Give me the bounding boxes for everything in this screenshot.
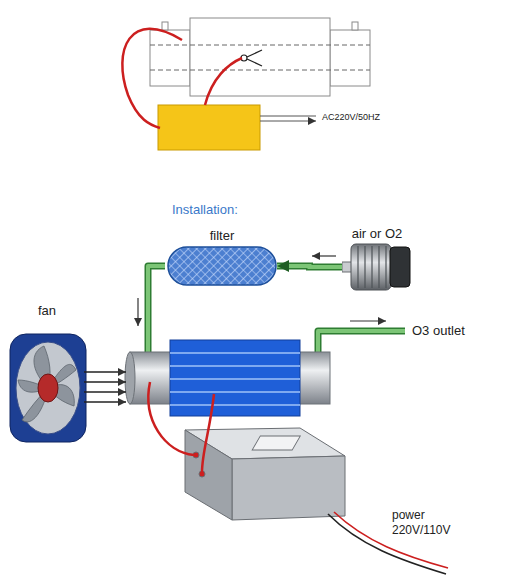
- voltage-label: AC220V/50HZ: [322, 112, 380, 123]
- part-label: O3 outlet: [412, 323, 465, 339]
- red-wire: [122, 29, 242, 128]
- plug-cap: [390, 247, 410, 287]
- red-wire: [122, 29, 182, 128]
- gas-tube: [277, 266, 342, 267]
- filter: filter: [165, 228, 279, 288]
- outlet-tube: [318, 331, 405, 352]
- flow-arrow: [350, 320, 386, 321]
- power-module: [158, 105, 260, 150]
- mains-line: [260, 116, 316, 117]
- fan: [18, 346, 76, 422]
- power-supply: [185, 428, 345, 520]
- inlet-tube: [148, 266, 165, 352]
- red-wire: [148, 382, 214, 472]
- part-label: air or O2: [340, 226, 414, 242]
- flow-arrow: [137, 298, 138, 326]
- plug-ridge: [385, 246, 386, 288]
- ozone-tube-outline: [330, 30, 370, 86]
- ozone-tube-outline: [150, 18, 370, 96]
- fan: [16, 342, 80, 434]
- mains-cable: [328, 512, 448, 574]
- fan: [10, 334, 86, 442]
- plug-body: [351, 244, 391, 290]
- part-label: filter: [165, 228, 279, 244]
- spark-symbol: [241, 50, 262, 66]
- electrode-dashed-line: [150, 45, 370, 46]
- plug-ridge: [357, 246, 358, 288]
- filter-body: [168, 247, 276, 285]
- air-flow-arrow: [84, 381, 126, 382]
- cooling-fins: [170, 404, 300, 406]
- plug-ridge: [371, 246, 372, 288]
- gas-source: air or O2: [340, 226, 414, 292]
- power-supply: [185, 430, 232, 520]
- cooling-fins: [170, 352, 300, 354]
- plug-ridge: [378, 246, 379, 288]
- ozone-tube-outline: [162, 22, 168, 30]
- cooling-fins: [170, 378, 300, 380]
- red-wire: [148, 382, 194, 455]
- cooling-fins: [170, 391, 300, 393]
- flow-arrow: [312, 255, 336, 256]
- electrode-dashed-line: [150, 45, 370, 70]
- ozone-tube: [125, 352, 135, 404]
- air-flow-arrow: [84, 391, 126, 392]
- tube-core: [277, 266, 342, 267]
- inlet-tube: [148, 266, 165, 352]
- air-flow-arrow: [84, 371, 126, 372]
- inlet-tube: [148, 266, 165, 352]
- power-label: power 220V/110V: [392, 508, 456, 538]
- outlet-tube: [318, 331, 405, 352]
- air-flow-arrow: [84, 401, 126, 402]
- filter-shape: [167, 244, 277, 288]
- power-supply: [232, 456, 345, 520]
- section-heading: Installation:: [172, 202, 238, 218]
- ozone-tube-outline: [352, 22, 358, 30]
- mains-line: [260, 121, 316, 122]
- ozone-tube-outline: [190, 18, 330, 96]
- mains-cable: [334, 512, 448, 568]
- ozone-tube-outline: [150, 30, 190, 86]
- spark-symbol: [247, 50, 262, 57]
- outlet-tube: [318, 331, 405, 352]
- red-wire: [202, 394, 214, 472]
- tube-outline: [277, 266, 342, 267]
- fan: [38, 374, 58, 402]
- spark-symbol: [247, 59, 262, 66]
- red-wire: [205, 58, 242, 105]
- electrode-dashed-line: [150, 70, 370, 71]
- cooling-fins: [170, 353, 300, 405]
- plug-shape: [342, 242, 412, 292]
- plug-ridge: [364, 246, 365, 288]
- fan: [10, 334, 86, 442]
- air-flow-arrow: [84, 372, 126, 402]
- mains-line: [260, 116, 316, 121]
- cooling-fins: [170, 340, 300, 416]
- power-supply: [252, 436, 300, 450]
- cooling-fins: [170, 365, 300, 367]
- part-label: fan: [38, 303, 56, 319]
- cooling-fins: [170, 340, 300, 416]
